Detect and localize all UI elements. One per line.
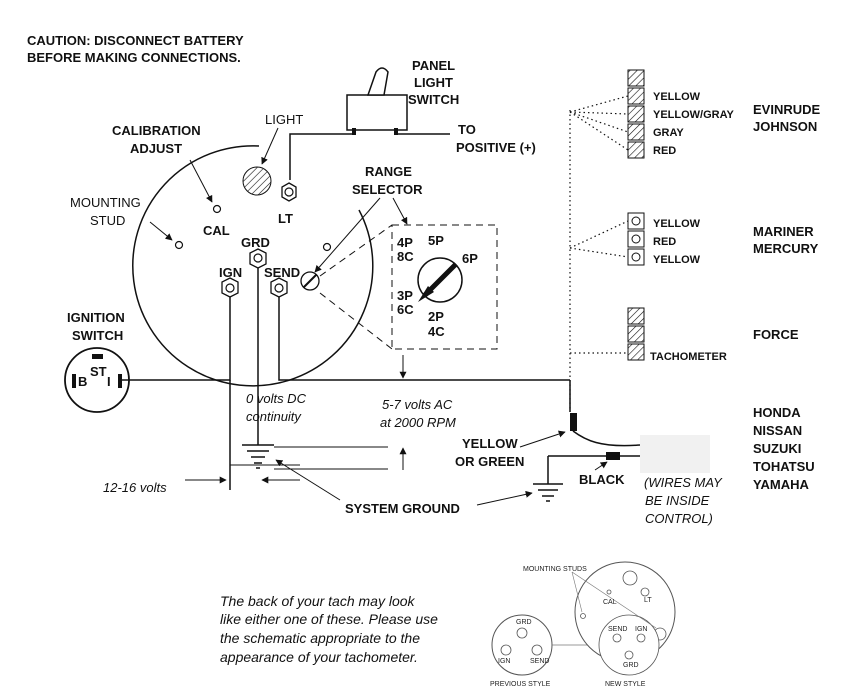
- mariner-wire-2: RED: [653, 236, 676, 248]
- ground-symbol: [242, 444, 274, 469]
- prev-ign: IGN: [498, 658, 510, 665]
- force-brand: FORCE: [753, 327, 799, 342]
- volts-12-label: 12-16 volts: [103, 480, 167, 495]
- previous-style-tach: [491, 614, 553, 676]
- new-style-label: NEW STYLE: [605, 681, 646, 688]
- ignition-b: B: [78, 374, 87, 389]
- ignition-line1: IGNITION: [67, 310, 125, 325]
- range-6p: 6P: [462, 251, 478, 266]
- range-6c: 6C: [397, 302, 414, 317]
- new-style-tach: [574, 561, 676, 676]
- lt-terminal: [281, 182, 297, 202]
- suzuki-brand: SUZUKI: [753, 441, 801, 456]
- wires-inside-line3: CONTROL): [645, 511, 713, 526]
- range-4c: 4C: [428, 324, 445, 339]
- yellow-green-line1: YELLOW: [462, 436, 518, 451]
- mounting-stud: [174, 240, 184, 250]
- range-3p: 3P: [397, 288, 413, 303]
- back-note-line3: the schematic appropriate to the: [220, 630, 420, 646]
- back-note-line1: The back of your tach may look: [220, 593, 416, 609]
- caution-line2: BEFORE MAKING CONNECTIONS.: [27, 50, 241, 65]
- mariner-brand: MARINER: [753, 224, 814, 239]
- evinrude-connectors: [627, 69, 645, 159]
- ign-label: IGN: [219, 265, 242, 280]
- mercury-brand: MERCURY: [753, 241, 819, 256]
- range-selector-line2: SELECTOR: [352, 182, 423, 197]
- evinrude-wire-3: GRAY: [653, 127, 684, 139]
- yellow-green-line2: OR GREEN: [455, 454, 524, 469]
- new-grd: GRD: [623, 662, 639, 669]
- panel-switch-line3: SWITCH: [408, 92, 459, 107]
- new-lt: LT: [644, 597, 652, 604]
- prev-grd: GRD: [516, 619, 532, 626]
- light-bulb-icon: [242, 166, 272, 196]
- mounting-studs-label: MOUNTING STUDS: [523, 566, 587, 573]
- force-wire: TACHOMETER: [650, 351, 727, 363]
- prev-send: SEND: [530, 658, 549, 665]
- caution-line1: CAUTION: DISCONNECT BATTERY: [27, 33, 244, 48]
- to-positive-line2: POSITIVE (+): [456, 140, 536, 155]
- evinrude-wire-4: RED: [653, 145, 676, 157]
- range-selector-line1: RANGE: [365, 164, 412, 179]
- back-note-line2: like either one of these. Please use: [220, 611, 438, 627]
- wires-inside-line2: BE INSIDE: [645, 493, 710, 508]
- ignition-line2: SWITCH: [72, 328, 123, 343]
- volts-dc-line1: 0 volts DC: [246, 391, 307, 406]
- mariner-wire-3: YELLOW: [653, 254, 701, 266]
- mariner-connectors: [627, 212, 645, 266]
- new-send: SEND: [608, 626, 627, 633]
- grd-label: GRD: [241, 235, 270, 250]
- evinrude-brand: EVINRUDE: [753, 102, 821, 117]
- yamaha-brand: YAMAHA: [753, 477, 809, 492]
- range-5p: 5P: [428, 233, 444, 248]
- system-ground-label: SYSTEM GROUND: [345, 501, 460, 516]
- grd-terminal: [249, 248, 267, 269]
- calibration-line2: ADJUST: [130, 141, 182, 156]
- to-positive-line1: TO: [458, 122, 476, 137]
- lt-label: LT: [278, 211, 293, 226]
- honda-brand: HONDA: [753, 405, 801, 420]
- control-box: [640, 435, 710, 473]
- range-4p: 4P: [397, 235, 413, 250]
- tohatsu-brand: TOHATSU: [753, 459, 815, 474]
- panel-light-switch: [346, 67, 408, 135]
- tach-body: [132, 145, 374, 387]
- mariner-wire-1: YELLOW: [653, 218, 701, 230]
- range-2p: 2P: [428, 309, 444, 324]
- nissan-brand: NISSAN: [753, 423, 802, 438]
- new-ign: IGN: [635, 626, 647, 633]
- volts-dc-line2: continuity: [246, 409, 302, 424]
- ign-terminal: [221, 277, 239, 298]
- light-label: LIGHT: [265, 112, 303, 127]
- back-note-line4: appearance of your tachometer.: [220, 649, 418, 665]
- range-dial: [417, 257, 463, 303]
- calibration-screw: [212, 204, 222, 214]
- black-label: BLACK: [579, 472, 625, 487]
- yellow-connector: [570, 413, 577, 431]
- ignition-st: ST: [90, 364, 107, 379]
- volts-ac-line2: at 2000 RPM: [380, 415, 456, 430]
- wires-inside-line1: (WIRES MAY: [644, 475, 723, 490]
- cal-label: CAL: [203, 223, 230, 238]
- ignition-switch-icon: [64, 347, 130, 413]
- previous-style-label: PREVIOUS STYLE: [490, 681, 551, 688]
- range-8c: 8C: [397, 249, 414, 264]
- panel-switch-line2: LIGHT: [414, 75, 453, 90]
- honda-ground-symbol: [533, 456, 563, 502]
- force-connectors: [627, 307, 645, 361]
- send-label: SEND: [264, 265, 300, 280]
- mounting-line1: MOUNTING: [70, 195, 141, 210]
- mounting-line2: STUD: [90, 213, 125, 228]
- panel-switch-line1: PANEL: [412, 58, 455, 73]
- range-selector-detail: [391, 224, 498, 350]
- evinrude-wire-1: YELLOW: [653, 91, 701, 103]
- calibration-line1: CALIBRATION: [112, 123, 201, 138]
- johnson-brand: JOHNSON: [753, 119, 817, 134]
- evinrude-wire-2: YELLOW/GRAY: [653, 109, 735, 121]
- volts-ac-line1: 5-7 volts AC: [382, 397, 453, 412]
- send-terminal: [270, 277, 288, 298]
- new-cal: CAL: [603, 599, 617, 606]
- ignition-i: I: [107, 374, 111, 389]
